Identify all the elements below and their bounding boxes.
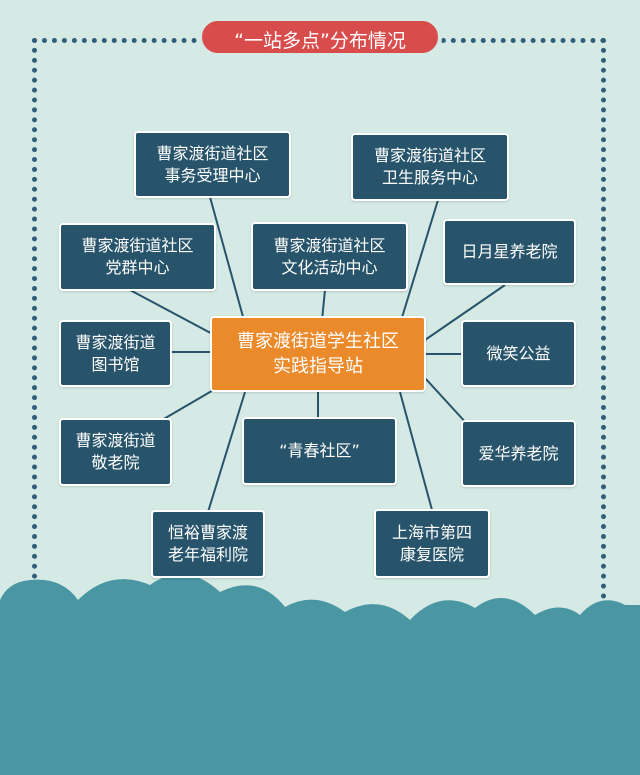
link-dangqun bbox=[129, 289, 221, 339]
node-tushu: 曹家渡街道 图书馆 bbox=[59, 320, 172, 387]
node-center: 曹家渡街道学生社区 实践指导站 bbox=[210, 316, 426, 392]
node-hengyu: 恒裕曹家渡 老年福利院 bbox=[151, 510, 265, 578]
node-center-line1: 曹家渡街道学生社区 bbox=[237, 331, 399, 352]
node-weixiao-line1: 微笑公益 bbox=[486, 343, 551, 363]
link-riyue bbox=[424, 284, 506, 341]
node-tushu-line2: 图书馆 bbox=[91, 354, 140, 374]
link-kangfu bbox=[399, 391, 433, 511]
node-jinglao-line1: 曹家渡街道 bbox=[75, 431, 156, 450]
node-wenhua-line1: 曹家渡街道社区 bbox=[273, 235, 386, 255]
diagram-title: “一站多点”分布情况 bbox=[198, 17, 442, 57]
node-wenhua: 曹家渡街道社区 文化活动中心 bbox=[251, 222, 408, 291]
node-wenhua-line2: 文化活动中心 bbox=[281, 257, 378, 277]
node-aihua: 爱华养老院 bbox=[461, 420, 576, 487]
node-qingchun: “青春社区” bbox=[242, 417, 397, 485]
link-shiwu bbox=[209, 196, 246, 325]
node-weisheng: 曹家渡街道社区 卫生服务中心 bbox=[351, 133, 509, 201]
node-shiwu-line1: 曹家渡街道社区 bbox=[156, 143, 269, 163]
node-shiwu-line2: 事务受理中心 bbox=[164, 165, 261, 185]
node-hengyu-line1: 恒裕曹家渡 bbox=[167, 523, 248, 542]
node-tushu-line1: 曹家渡街道 bbox=[75, 332, 156, 352]
link-aihua bbox=[424, 377, 469, 426]
link-hengyu bbox=[207, 391, 246, 513]
node-riyue: 日月星养老院 bbox=[443, 219, 576, 285]
node-dangqun-line1: 曹家渡街道社区 bbox=[81, 236, 194, 255]
node-hengyu-line2: 老年福利院 bbox=[167, 545, 248, 564]
node-jinglao: 曹家渡街道 敬老院 bbox=[59, 418, 172, 486]
node-kangfu-line2: 康复医院 bbox=[399, 544, 464, 564]
link-wenhua bbox=[321, 289, 326, 321]
node-weisheng-line2: 卫生服务中心 bbox=[381, 168, 478, 187]
link-weisheng bbox=[399, 199, 439, 325]
node-kangfu-line1: 上海市第四 bbox=[391, 522, 472, 542]
node-qingchun-line1: “青春社区” bbox=[279, 441, 360, 460]
node-kangfu: 上海市第四 康复医院 bbox=[374, 509, 490, 578]
node-center-line2: 实践指导站 bbox=[273, 356, 363, 377]
node-riyue-line1: 日月星养老院 bbox=[461, 242, 558, 261]
node-jinglao-line2: 敬老院 bbox=[91, 453, 140, 472]
node-dangqun-line2: 党群中心 bbox=[105, 258, 170, 277]
node-dangqun: 曹家渡街道社区 党群中心 bbox=[59, 223, 216, 291]
node-weisheng-line1: 曹家渡街道社区 bbox=[373, 146, 486, 165]
node-weixiao: 微笑公益 bbox=[461, 320, 576, 387]
node-shiwu: 曹家渡街道社区 事务受理中心 bbox=[134, 131, 291, 198]
node-aihua-line1: 爱华养老院 bbox=[478, 443, 559, 463]
